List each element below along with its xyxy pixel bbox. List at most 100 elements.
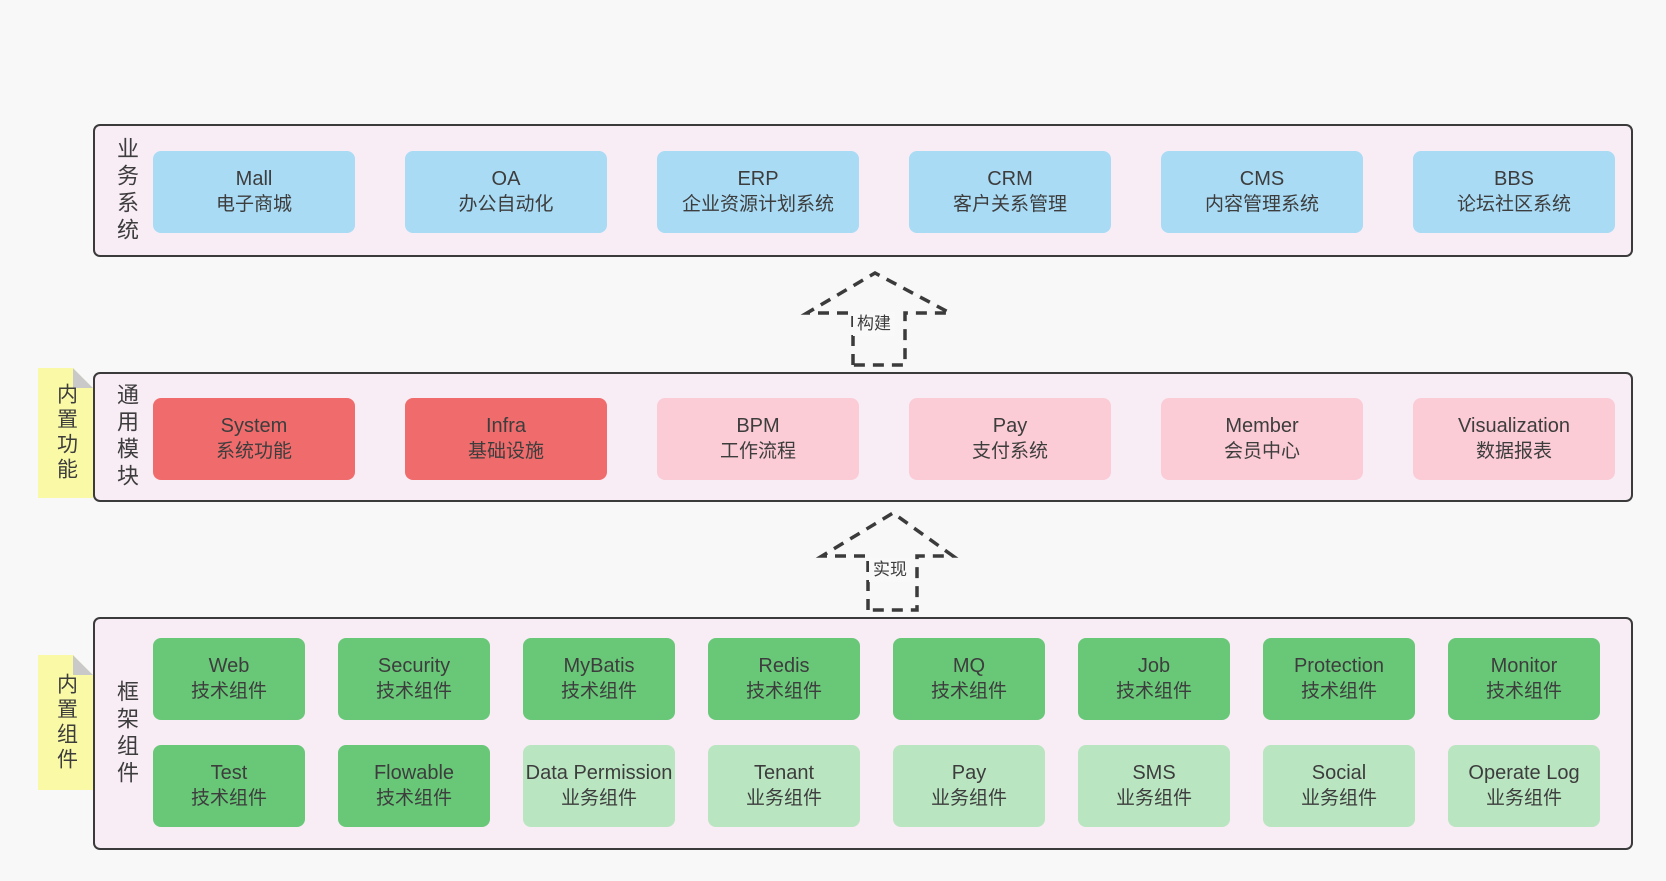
node-oa: OA 办公自动化 (405, 151, 607, 233)
node-sms: SMS 业务组件 (1078, 745, 1230, 827)
node-title: Infra (485, 415, 527, 437)
node-title: MyBatis (563, 655, 635, 677)
node-subtitle: 支付系统 (971, 441, 1048, 462)
node-title: ERP (737, 168, 779, 190)
node-subtitle: 电子商城 (215, 194, 292, 215)
node-erp: ERP 企业资源计划系统 (657, 151, 859, 233)
node-subtitle: 技术组件 (745, 681, 822, 702)
node-title: Job (1137, 655, 1171, 677)
section-common-modules: 通用模块 System 系统功能 Infra 基础设施 BPM 工作流程 Pay… (93, 372, 1633, 502)
node-subtitle: 会员中心 (1223, 441, 1300, 462)
node-subtitle: 技术组件 (560, 681, 637, 702)
node-subtitle: 业务组件 (1300, 788, 1377, 809)
node-title: Operate Log (1468, 762, 1580, 784)
node-tenant: Tenant 业务组件 (708, 745, 860, 827)
node-title: OA (491, 168, 521, 190)
node-title: Redis (758, 655, 810, 677)
node-subtitle: 业务组件 (930, 788, 1007, 809)
sticky-note-label: 内置功能 (54, 383, 78, 483)
node-title: CMS (1239, 168, 1285, 190)
node-title: Data Permission (525, 762, 673, 784)
node-subtitle: 系统功能 (215, 441, 292, 462)
node-subtitle: 企业资源计划系统 (681, 194, 834, 215)
node-title: Tenant (753, 762, 815, 784)
node-subtitle: 技术组件 (375, 788, 452, 809)
common-modules-row: System 系统功能 Infra 基础设施 BPM 工作流程 Pay 支付系统… (153, 398, 1615, 480)
node-subtitle: 技术组件 (375, 681, 452, 702)
node-title: Mall (235, 168, 273, 190)
node-subtitle: 技术组件 (1485, 681, 1562, 702)
framework-components-row-1: Web 技术组件 Security 技术组件 MyBatis 技术组件 Redi… (153, 638, 1600, 720)
section-business-systems: 业务系统 Mall 电子商城 OA 办公自动化 ERP 企业资源计划系统 CRM… (93, 124, 1633, 257)
node-title: Pay (992, 415, 1028, 437)
business-systems-row: Mall 电子商城 OA 办公自动化 ERP 企业资源计划系统 CRM 客户关系… (153, 151, 1615, 233)
node-subtitle: 基础设施 (467, 441, 544, 462)
node-title: Flowable (373, 762, 455, 784)
node-subtitle: 业务组件 (560, 788, 637, 809)
node-subtitle: 论坛社区系统 (1456, 194, 1571, 215)
node-web: Web 技术组件 (153, 638, 305, 720)
node-mq: MQ 技术组件 (893, 638, 1045, 720)
node-title: CRM (987, 168, 1033, 190)
node-bpm: BPM 工作流程 (657, 398, 859, 480)
node-cms: CMS 内容管理系统 (1161, 151, 1363, 233)
node-title: Test (210, 762, 248, 784)
node-title: Monitor (1490, 655, 1558, 677)
node-system: System 系统功能 (153, 398, 355, 480)
framework-components-row-2: Test 技术组件 Flowable 技术组件 Data Permission … (153, 745, 1600, 827)
node-subtitle: 办公自动化 (458, 194, 554, 215)
node-security: Security 技术组件 (338, 638, 490, 720)
node-title: Pay (951, 762, 987, 784)
implement-arrow-label: 实现 (869, 558, 911, 582)
node-crm: CRM 客户关系管理 (909, 151, 1111, 233)
node-mybatis: MyBatis 技术组件 (523, 638, 675, 720)
node-title: Visualization (1458, 415, 1570, 437)
build-arrow-label: 构建 (853, 312, 895, 336)
node-subtitle: 业务组件 (1485, 788, 1562, 809)
node-subtitle: 业务组件 (745, 788, 822, 809)
node-title: Web (208, 655, 250, 677)
node-operate-log: Operate Log 业务组件 (1448, 745, 1600, 827)
node-test: Test 技术组件 (153, 745, 305, 827)
node-visualization: Visualization 数据报表 (1413, 398, 1615, 480)
build-arrow-icon (800, 270, 951, 367)
implement-arrow-icon (815, 510, 959, 612)
section-label: 框架组件 (114, 679, 139, 788)
node-title: MQ (952, 655, 986, 677)
node-monitor: Monitor 技术组件 (1448, 638, 1600, 720)
node-subtitle: 工作流程 (719, 441, 796, 462)
node-title: BPM (736, 415, 780, 437)
section-label: 通用模块 (114, 383, 139, 491)
sticky-note-built-in-components: 内置组件 (38, 655, 93, 790)
node-bbs: BBS 论坛社区系统 (1413, 151, 1615, 233)
node-infra: Infra 基础设施 (405, 398, 607, 480)
sticky-note-label: 内置组件 (54, 672, 78, 773)
section-framework-components: 框架组件 Web 技术组件 Security 技术组件 MyBatis 技术组件… (93, 617, 1633, 850)
node-pay: Pay 支付系统 (909, 398, 1111, 480)
node-flowable: Flowable 技术组件 (338, 745, 490, 827)
node-subtitle: 客户关系管理 (952, 194, 1067, 215)
node-redis: Redis 技术组件 (708, 638, 860, 720)
node-protection: Protection 技术组件 (1263, 638, 1415, 720)
node-title: Social (1311, 762, 1367, 784)
node-pay-component: Pay 业务组件 (893, 745, 1045, 827)
section-label: 业务系统 (114, 136, 139, 245)
node-title: System (220, 415, 288, 437)
sticky-note-built-in-functions: 内置功能 (38, 368, 93, 498)
node-subtitle: 技术组件 (1300, 681, 1377, 702)
node-subtitle: 业务组件 (1115, 788, 1192, 809)
node-title: Security (377, 655, 451, 677)
node-subtitle: 技术组件 (1115, 681, 1192, 702)
node-subtitle: 技术组件 (190, 788, 267, 809)
node-member: Member 会员中心 (1161, 398, 1363, 480)
node-social: Social 业务组件 (1263, 745, 1415, 827)
node-mall: Mall 电子商城 (153, 151, 355, 233)
node-subtitle: 数据报表 (1475, 441, 1552, 462)
node-title: SMS (1132, 762, 1176, 784)
node-job: Job 技术组件 (1078, 638, 1230, 720)
node-title: BBS (1493, 168, 1535, 190)
node-subtitle: 技术组件 (930, 681, 1007, 702)
node-subtitle: 内容管理系统 (1204, 194, 1319, 215)
node-title: Protection (1293, 655, 1385, 677)
